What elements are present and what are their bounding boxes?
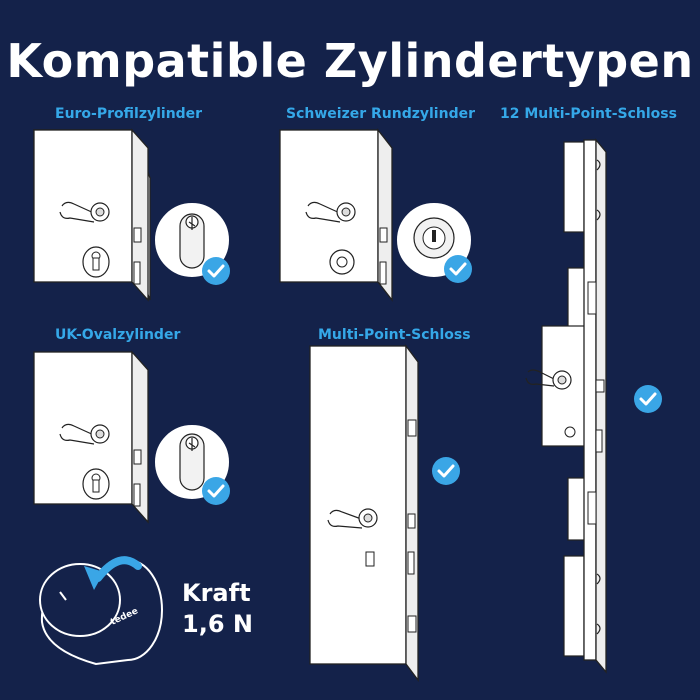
check-icon — [200, 255, 232, 287]
force-label: Kraft — [182, 579, 251, 607]
page-title: Kompatible Zylindertypen — [6, 34, 694, 88]
multipoint-door-icon — [309, 344, 419, 682]
euro-door-icon — [33, 128, 151, 302]
twelve-point-door-icon — [525, 138, 607, 674]
label-euro-profilzylinder: Euro-Profilzylinder — [55, 106, 203, 122]
check-icon — [632, 383, 664, 415]
label-multi-point-schloss: Multi-Point-Schloss — [318, 327, 471, 343]
check-icon — [200, 475, 232, 507]
label-schweizer-rundzylinder: Schweizer Rundzylinder — [286, 106, 475, 122]
rotate-arrow-icon — [84, 556, 142, 590]
uk-door-icon — [33, 350, 149, 524]
label-uk-ovalzylinder: UK-Ovalzylinder — [55, 327, 181, 343]
check-icon — [442, 253, 474, 285]
force-value: 1,6 N — [182, 610, 253, 638]
force-text: Kraft 1,6 N — [182, 578, 253, 640]
smart-lock-icon — [39, 559, 163, 666]
swiss-door-icon — [279, 128, 393, 302]
check-icon — [430, 455, 462, 487]
label-12-multi-point-schloss: 12 Multi-Point-Schloss — [500, 106, 677, 122]
